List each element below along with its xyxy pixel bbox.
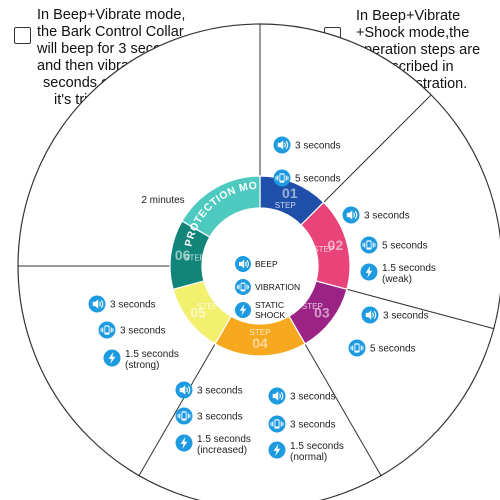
duration-label: 3 seconds bbox=[197, 386, 243, 397]
duration-label: 3 seconds bbox=[290, 392, 336, 403]
duration-label: 5 seconds bbox=[382, 241, 428, 252]
vibration-icon bbox=[268, 415, 286, 433]
duration-label: 3 seconds bbox=[383, 311, 429, 322]
center-disc bbox=[203, 209, 317, 323]
step-detail-05: 3 seconds 3 seconds 1.5 seconds(increased) bbox=[175, 381, 251, 456]
duration-label: 3 seconds bbox=[290, 420, 336, 431]
duration-label: 1.5 seconds bbox=[125, 349, 179, 360]
vibration-icon bbox=[273, 169, 291, 187]
step-detail-01: 3 seconds 5 seconds bbox=[273, 136, 341, 187]
step-label: STEP bbox=[250, 328, 271, 337]
duration-label: 1.5 seconds bbox=[382, 263, 436, 274]
protection-duration-label: 2 minutes bbox=[141, 195, 184, 206]
step-detail-02: 3 seconds 5 seconds 1.5 seconds(weak) bbox=[342, 206, 436, 285]
duration-label: 3 seconds bbox=[120, 326, 166, 337]
vibration-icon bbox=[98, 321, 116, 339]
vibration-icon bbox=[175, 407, 193, 425]
speaker-icon bbox=[88, 295, 106, 313]
step-label: STEP bbox=[184, 253, 205, 262]
duration-label: 1.5 seconds bbox=[290, 441, 344, 452]
duration-label: 3 seconds bbox=[197, 412, 243, 423]
speaker-icon bbox=[235, 256, 251, 272]
note-line: the Bark Control Collar bbox=[37, 24, 184, 40]
speaker-icon bbox=[175, 381, 193, 399]
duration-label: 3 seconds bbox=[110, 300, 156, 311]
note-line: +Shock mode,the bbox=[356, 25, 470, 41]
note-line: In Beep+Vibrate bbox=[356, 8, 461, 24]
step-number: 06 bbox=[175, 247, 191, 263]
center-legend-label: BEEP bbox=[255, 259, 278, 269]
step-number: 03 bbox=[314, 304, 330, 320]
center-legend-label: VIBRATION bbox=[255, 282, 300, 292]
lightning-icon bbox=[235, 302, 251, 318]
protection-mode-segment bbox=[181, 175, 261, 238]
step-detail-03: 3 seconds 5 seconds bbox=[348, 306, 429, 357]
divider-line bbox=[138, 343, 216, 476]
step-number: 05 bbox=[190, 304, 206, 320]
step-label: STEP bbox=[313, 245, 334, 254]
duration-label: 5 seconds bbox=[370, 344, 416, 355]
vibration-icon bbox=[348, 339, 366, 357]
step-detail-04: 3 seconds 3 seconds 1.5 seconds(normal) bbox=[268, 387, 344, 463]
vibration-icon bbox=[235, 279, 251, 295]
vibration-icon bbox=[360, 236, 378, 254]
lightning-icon bbox=[175, 434, 193, 452]
speaker-icon bbox=[268, 387, 286, 405]
intensity-label: (increased) bbox=[197, 445, 247, 456]
duration-label: 3 seconds bbox=[364, 211, 410, 222]
intensity-label: (weak) bbox=[382, 274, 412, 285]
step-detail-06: 3 seconds 3 seconds 1.5 seconds(strong) bbox=[88, 295, 179, 371]
lightning-icon bbox=[360, 263, 378, 281]
center-legend-label: SHOCK bbox=[255, 310, 286, 320]
speaker-icon bbox=[361, 306, 379, 324]
center-legend-label: STATIC bbox=[255, 300, 284, 310]
note-line: In Beep+Vibrate mode, bbox=[37, 7, 186, 23]
step-label: STEP bbox=[197, 302, 218, 311]
step-label: STEP bbox=[275, 201, 296, 210]
duration-label: 5 seconds bbox=[295, 174, 341, 185]
step-number: 04 bbox=[252, 335, 268, 351]
intensity-label: (strong) bbox=[125, 360, 159, 371]
step-number: 01 bbox=[282, 185, 298, 201]
intensity-label: (normal) bbox=[290, 452, 327, 463]
divider-line bbox=[323, 94, 432, 203]
green-indicator-icon bbox=[14, 27, 31, 44]
note-line: operation steps are bbox=[356, 42, 481, 58]
divider-line bbox=[346, 288, 494, 330]
step-label: STEP bbox=[302, 302, 323, 311]
lightning-icon bbox=[268, 441, 286, 459]
duration-label: 3 seconds bbox=[295, 141, 341, 152]
divider-line bbox=[304, 343, 382, 476]
step-number: 02 bbox=[328, 237, 344, 253]
lightning-icon bbox=[103, 349, 121, 367]
speaker-icon bbox=[273, 136, 291, 154]
speaker-icon bbox=[342, 206, 360, 224]
duration-label: 1.5 seconds bbox=[197, 434, 251, 445]
